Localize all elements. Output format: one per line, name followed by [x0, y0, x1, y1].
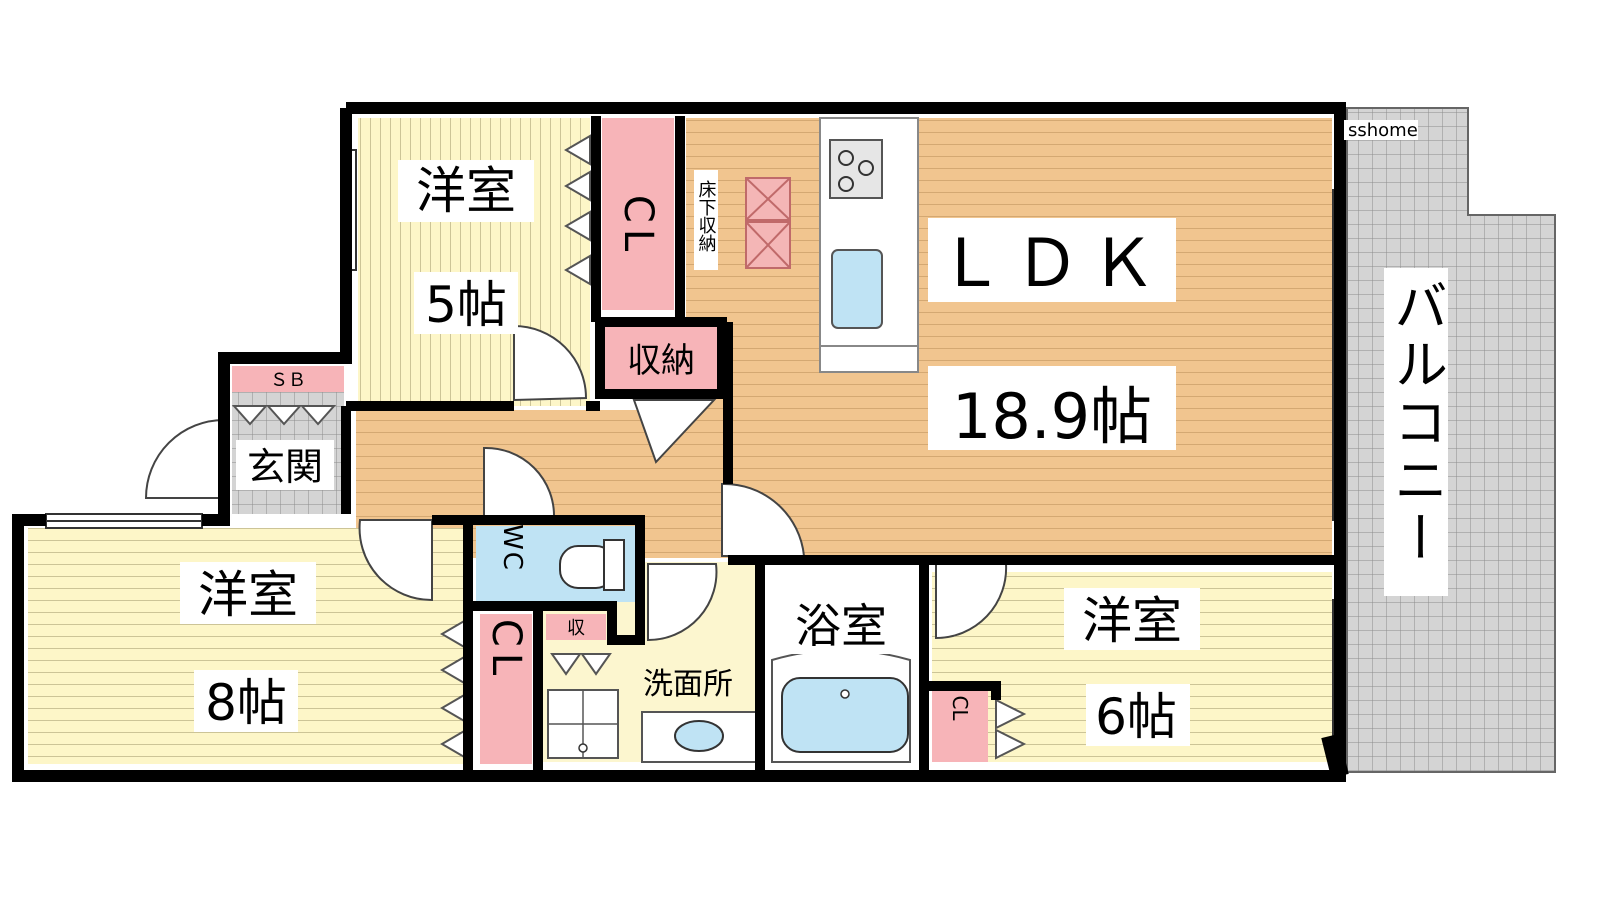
- washroom-label: 洗面所: [643, 667, 733, 702]
- wc-label: WC: [497, 524, 527, 572]
- small-storage: [546, 614, 606, 640]
- storage-box: [595, 317, 727, 399]
- watermark: sshome: [1348, 120, 1418, 141]
- shoe-box: [232, 366, 344, 392]
- closet-mid-label: CL: [483, 619, 529, 681]
- room-labels: 洋室 5帖 CL 床下収納 ＬＤＫ 18.9帖 収納 ＳＢ 玄関 洋室 8帖 W…: [180, 120, 1448, 746]
- kitchen-counter: [819, 117, 919, 373]
- ldk-floor: [686, 118, 1332, 558]
- ldk-name: ＬＤＫ: [938, 225, 1166, 302]
- closet-mid: [480, 614, 532, 764]
- washer-space: [547, 689, 619, 759]
- balcony: [1346, 107, 1556, 773]
- western-6-size: 6帖: [1095, 688, 1177, 746]
- closet-small-label: CL: [948, 695, 972, 721]
- storage-label: 収納: [627, 341, 695, 381]
- closet-top-label: CL: [615, 195, 661, 257]
- wc-room: [476, 526, 636, 602]
- underfloor-storage: [745, 177, 791, 269]
- bathtub: [771, 649, 911, 763]
- western-5-name: 洋室: [416, 162, 516, 220]
- washbasin: [641, 711, 757, 763]
- closet-small: [932, 690, 988, 762]
- balcony-label: バルコニー: [1385, 278, 1448, 568]
- underfloor-label: 床下収納: [696, 180, 717, 252]
- western-6-name: 洋室: [1082, 592, 1182, 650]
- closet-top: [602, 118, 674, 310]
- shoe-box-label: ＳＢ: [270, 370, 306, 391]
- western-8-name: 洋室: [198, 566, 298, 624]
- entrance-label: 玄関: [247, 445, 323, 489]
- ldk-size: 18.9帖: [952, 380, 1152, 453]
- western-8-size: 8帖: [205, 674, 287, 732]
- bathroom-label: 浴室: [795, 599, 887, 653]
- small-storage-label: 収: [567, 618, 585, 639]
- western-5-size: 5帖: [425, 276, 507, 334]
- doors: [144, 324, 1008, 642]
- walls: [12, 102, 1349, 782]
